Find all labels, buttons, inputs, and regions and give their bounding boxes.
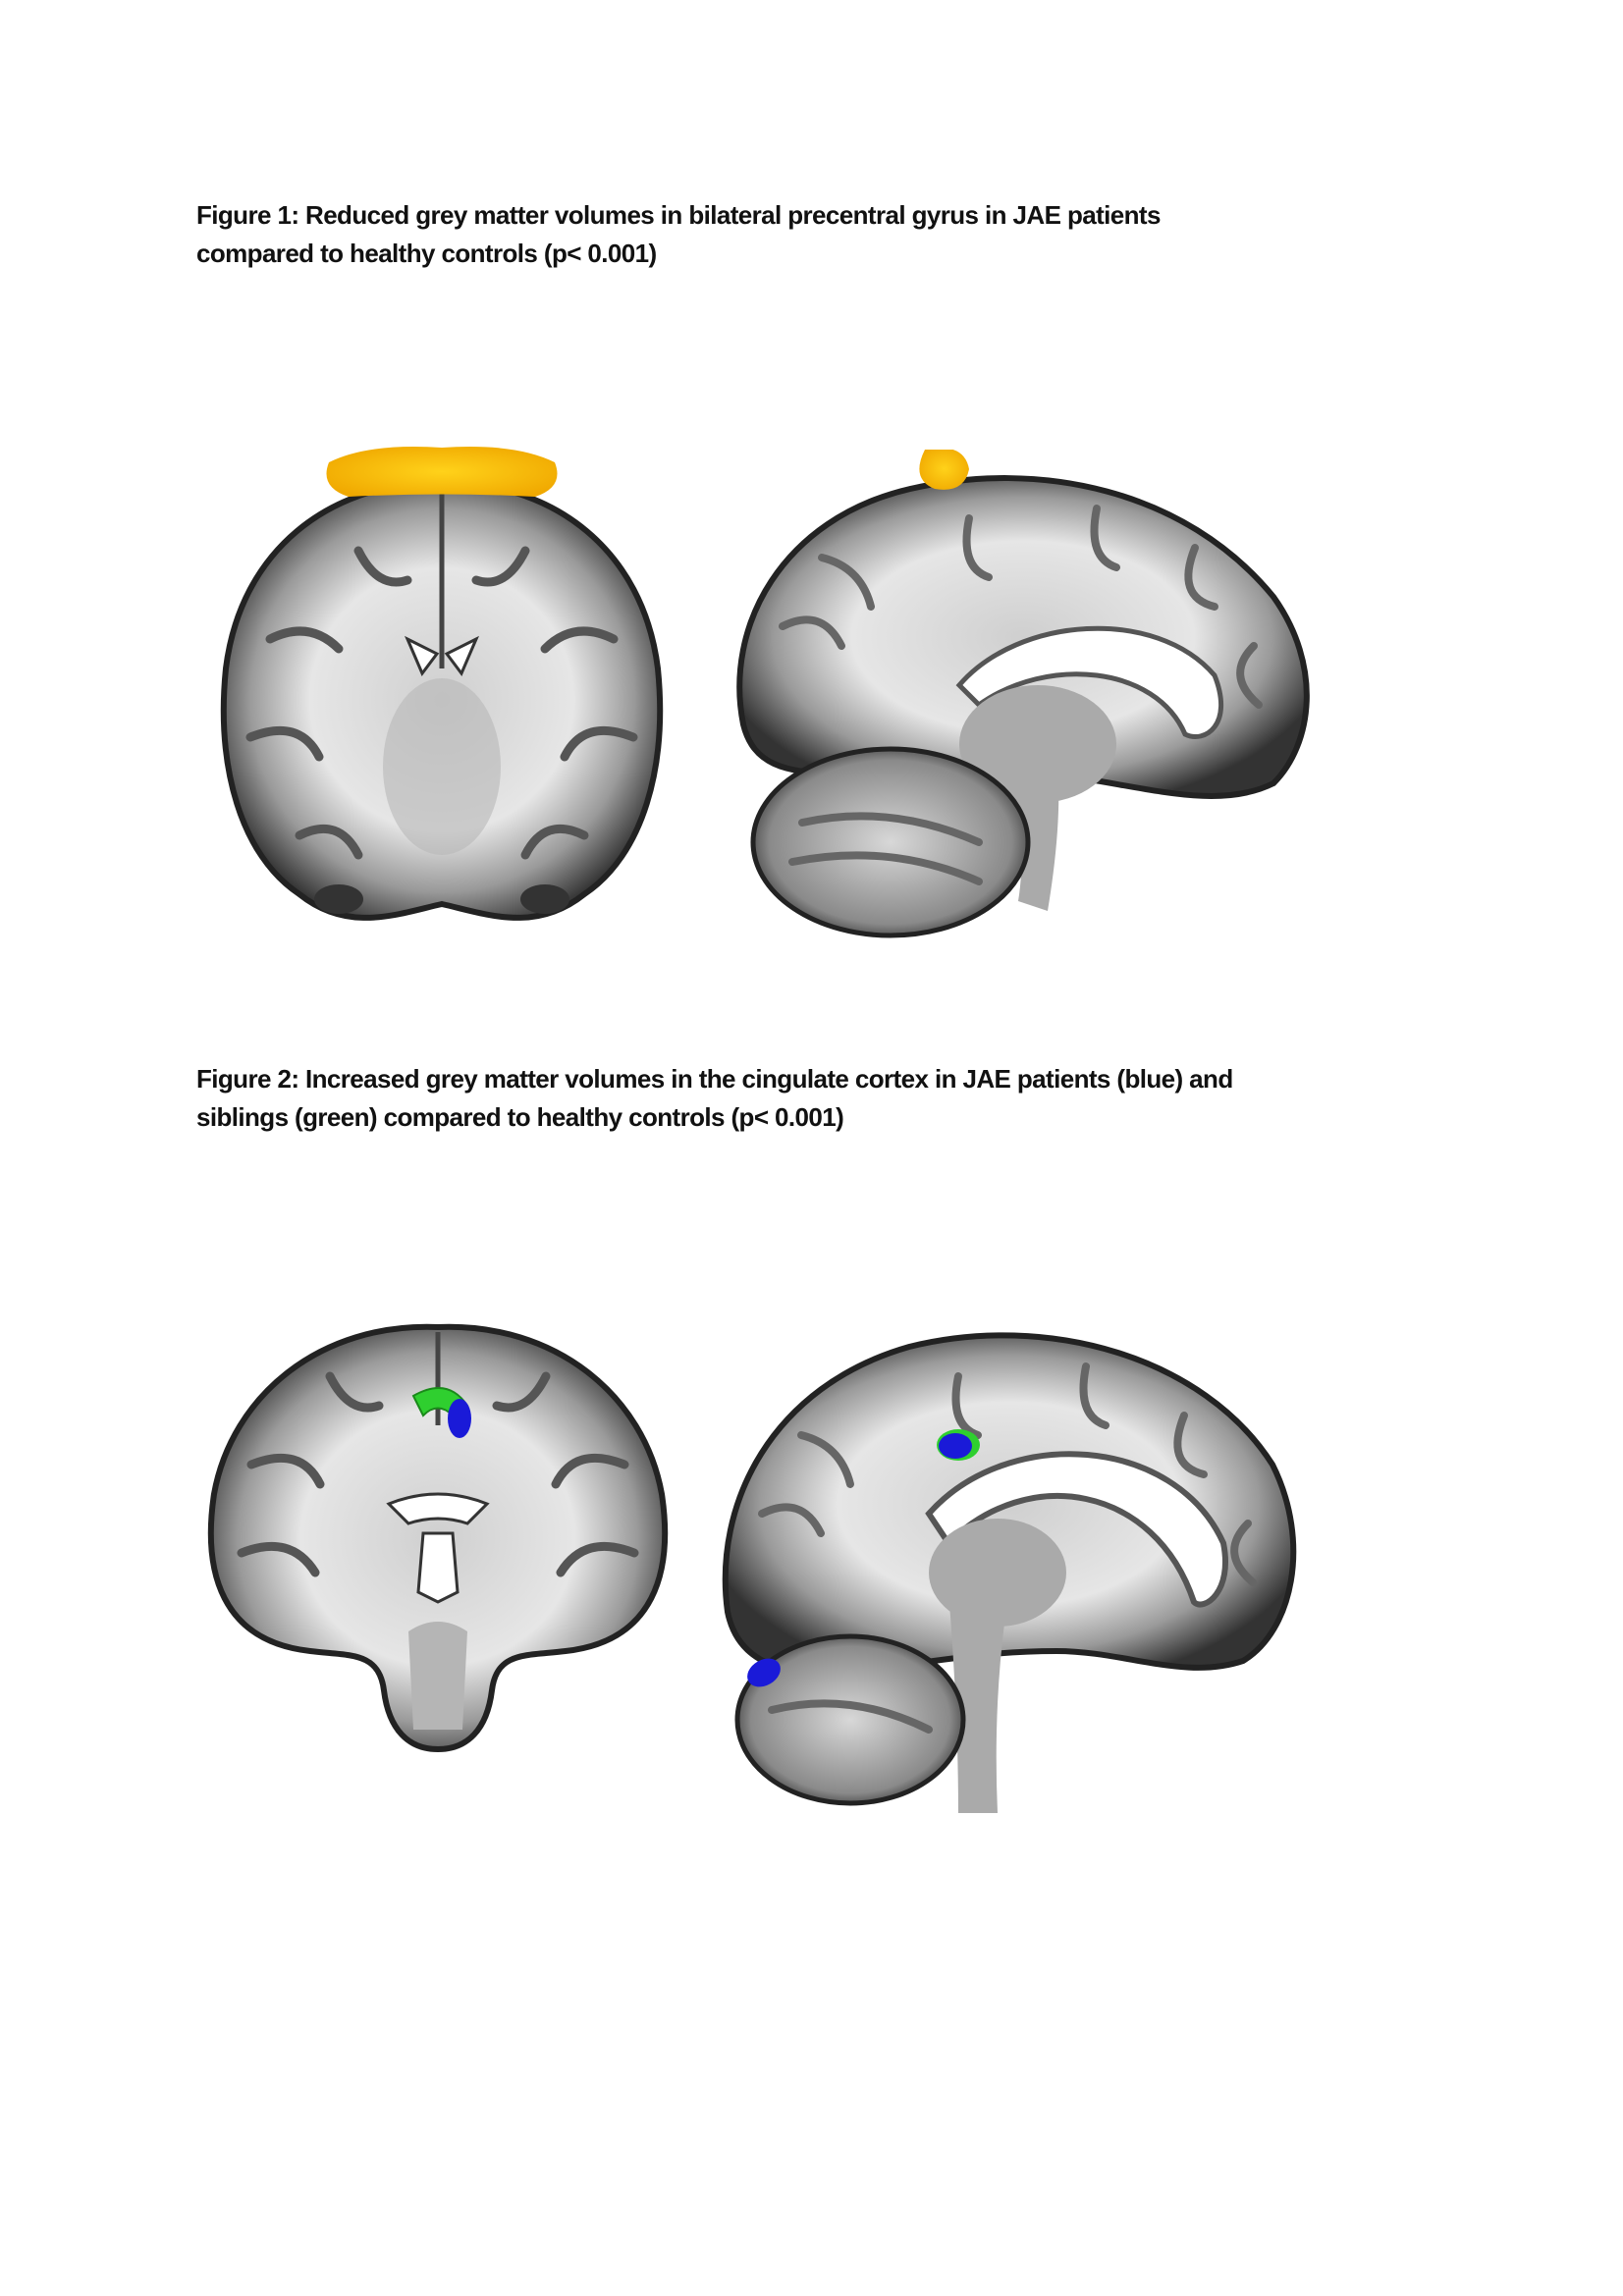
precentral-gyrus-overlay — [919, 450, 969, 490]
figure-1-sagittal-slice — [724, 450, 1313, 955]
figure-2-caption: Figure 2: Increased grey matter volumes … — [196, 1060, 1473, 1137]
caption-line: Figure 2: Increased grey matter volumes … — [196, 1064, 1233, 1094]
caption-line: siblings (green) compared to healthy con… — [196, 1102, 844, 1132]
patients-overlay-occipital — [747, 1658, 781, 1687]
caption-line: compared to healthy controls (p< 0.001) — [196, 239, 657, 268]
caption-line: Figure 1: Reduced grey matter volumes in… — [196, 200, 1161, 230]
figure-1-caption: Figure 1: Reduced grey matter volumes in… — [196, 196, 1473, 273]
patients-overlay — [448, 1399, 471, 1438]
figure-2-coronal-slice — [202, 1317, 674, 1759]
figure-2-sagittal-slice — [713, 1317, 1302, 1823]
patients-overlay — [939, 1433, 972, 1459]
precentral-gyrus-overlay — [326, 447, 558, 497]
figure-1-coronal-slice — [211, 443, 673, 963]
